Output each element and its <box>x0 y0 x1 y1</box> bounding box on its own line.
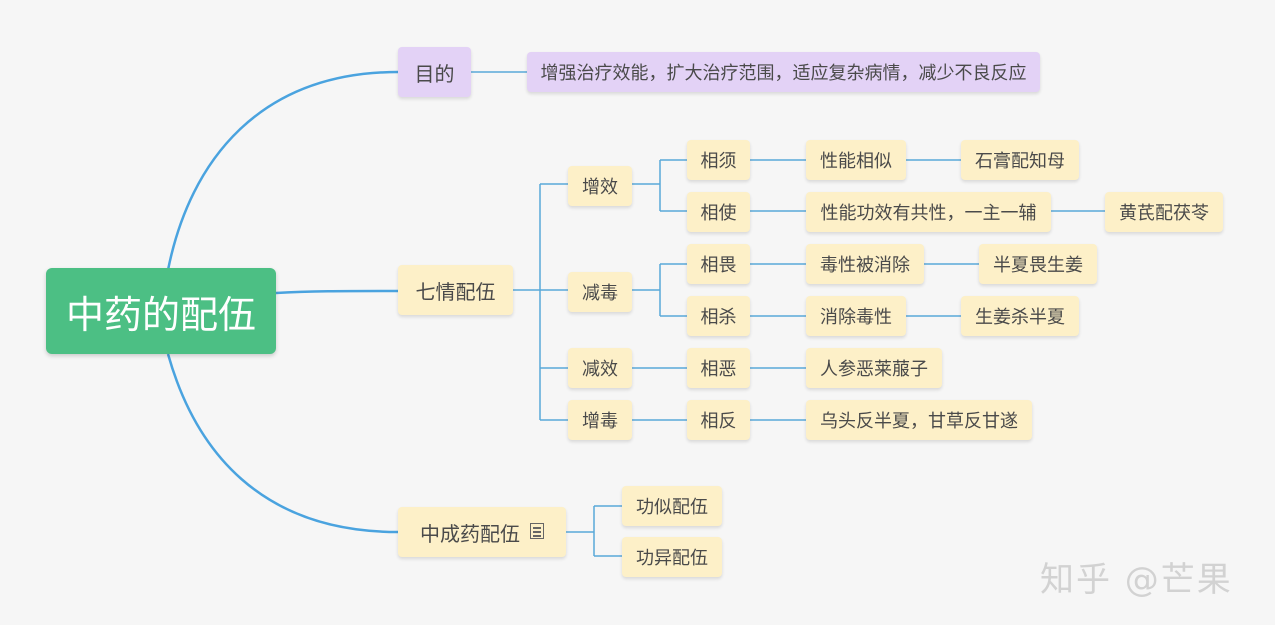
property-xiangwei[interactable]: 毒性被消除 <box>806 244 924 284</box>
root-node[interactable]: 中药的配伍 <box>46 268 276 354</box>
property-xiangshi[interactable]: 性能功效有共性，一主一辅 <box>806 192 1051 232</box>
chengyao-child-gongsi[interactable]: 功似配伍 <box>622 486 722 526</box>
relation-xiangshi[interactable]: 相使 <box>687 192 750 232</box>
connector-root-qiqing <box>275 289 399 295</box>
purpose-node[interactable]: 目的 <box>398 47 471 97</box>
group-zengxiao[interactable]: 增效 <box>568 166 632 206</box>
relation-xiangwu[interactable]: 相恶 <box>687 348 750 388</box>
chengyao-child-gongyi[interactable]: 功异配伍 <box>622 537 722 577</box>
connector-root-purpose <box>166 70 399 271</box>
purpose-detail-node[interactable]: 增强治疗效能，扩大治疗范围，适应复杂病情，减少不良反应 <box>527 52 1040 92</box>
connector-root-chengyao <box>166 353 399 534</box>
connector-jiandu <box>632 263 687 317</box>
watermark: 知乎 @芒果 <box>1040 560 1233 600</box>
note-icon[interactable] <box>530 523 544 539</box>
property-xiangfan[interactable]: 乌头反半夏，甘草反甘遂 <box>806 400 1032 440</box>
relation-xiangsha[interactable]: 相杀 <box>687 296 750 336</box>
property-xiangwu[interactable]: 人参恶莱菔子 <box>806 348 942 388</box>
relation-xiangxu[interactable]: 相须 <box>687 140 750 180</box>
example-xiangxu[interactable]: 石膏配知母 <box>961 140 1079 180</box>
connector-zengxiao <box>632 159 687 212</box>
example-xiangsha[interactable]: 生姜杀半夏 <box>961 296 1079 336</box>
group-zengdu[interactable]: 增毒 <box>568 400 632 440</box>
example-xiangwei[interactable]: 半夏畏生姜 <box>979 244 1097 284</box>
property-xiangsha[interactable]: 消除毒性 <box>806 296 906 336</box>
connector-chengyao <box>566 505 622 557</box>
qiqing-node[interactable]: 七情配伍 <box>398 265 513 315</box>
example-xiangshi[interactable]: 黄芪配茯苓 <box>1105 192 1223 232</box>
chengyao-node[interactable]: 中成药配伍 <box>398 507 566 557</box>
property-xiangxu[interactable]: 性能相似 <box>806 140 906 180</box>
relation-xiangwei[interactable]: 相畏 <box>687 244 750 284</box>
group-jianxiao[interactable]: 减效 <box>568 348 632 388</box>
chengyao-label: 中成药配伍 <box>420 521 520 546</box>
group-jiandu[interactable]: 减毒 <box>568 272 632 312</box>
connector-qiqing-groups <box>513 183 568 421</box>
relation-xiangfan[interactable]: 相反 <box>687 400 750 440</box>
